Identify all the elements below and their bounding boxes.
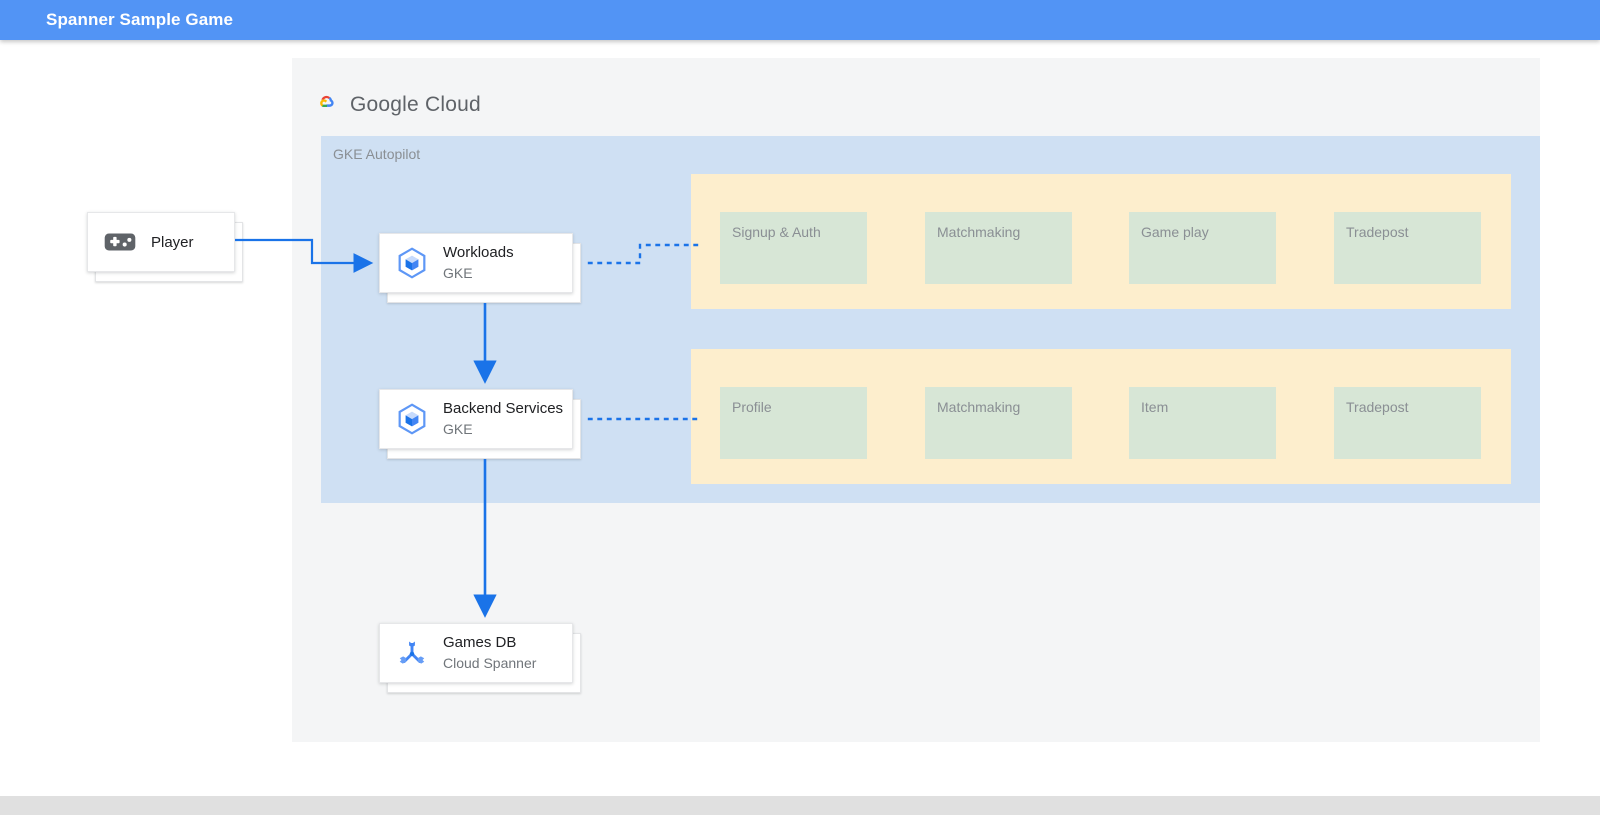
app-bar: Spanner Sample Game [0,0,1600,40]
service-label: Signup & Auth [732,224,821,240]
service-box: Tradepost [1334,212,1481,284]
node-subtitle: GKE [443,421,473,437]
service-label: Tradepost [1346,224,1409,240]
service-box: Signup & Auth [720,212,867,284]
card-surface[interactable]: Player [87,212,235,272]
architecture-diagram-panel: Google Cloud GKE Autopilot Signup & Auth… [292,58,1540,742]
gke-hexagon-cube-icon [398,247,426,279]
service-label: Profile [732,399,772,415]
service-label: Item [1141,399,1169,415]
service-box: Tradepost [1334,387,1481,459]
google-cloud-logo-icon [320,95,334,107]
service-box: Profile [720,387,867,459]
node-title: Player [151,233,194,251]
service-label: Tradepost [1346,399,1409,415]
node-backend-services[interactable]: Backend Services GKE [379,389,581,459]
card-surface[interactable]: Workloads GKE [379,233,573,293]
app-title: Spanner Sample Game [46,10,234,29]
service-label: Matchmaking [937,399,1021,415]
gke-autopilot-label: GKE Autopilot [333,146,421,162]
google-cloud-wordmark: Google Cloud [350,93,481,117]
node-title: Workloads [443,244,514,261]
service-box: Matchmaking [925,212,1072,284]
diagram-canvas: Google Cloud GKE Autopilot Signup & Auth… [0,40,1600,795]
node-games-db[interactable]: Games DB Cloud Spanner [379,623,581,693]
gamepad-icon [104,233,136,251]
service-box: Item [1129,387,1276,459]
brand-google: Google [350,93,419,116]
google-cloud-brand: Google Cloud [310,90,481,120]
node-text: Workloads GKE [443,243,514,283]
node-player[interactable]: Player [87,212,243,282]
cloud-spanner-icon [399,641,425,664]
brand-cloud: Cloud [424,93,481,116]
node-workloads[interactable]: Workloads GKE [379,233,581,303]
service-group-workloads: Signup & Auth Matchmaking Game play Trad… [691,174,1511,309]
node-subtitle: GKE [443,265,473,281]
node-text: Backend Services GKE [443,399,563,439]
card-surface[interactable]: Backend Services GKE [379,389,573,449]
bottom-status-strip [0,796,1600,815]
node-text: Games DB Cloud Spanner [443,633,536,673]
service-label: Matchmaking [937,224,1021,240]
gke-hexagon-cube-icon [398,403,426,435]
gke-autopilot-region: GKE Autopilot Signup & Auth Matchmaking … [321,136,1540,503]
node-text: Player [151,233,194,252]
node-title: Backend Services [443,400,564,417]
node-subtitle: Cloud Spanner [443,655,537,671]
service-label: Game play [1141,224,1209,240]
card-surface[interactable]: Games DB Cloud Spanner [379,623,573,683]
service-box: Matchmaking [925,387,1072,459]
service-group-backend: Profile Matchmaking Item Tradepost [691,349,1511,484]
service-box: Game play [1129,212,1276,284]
node-title: Games DB [443,634,517,651]
